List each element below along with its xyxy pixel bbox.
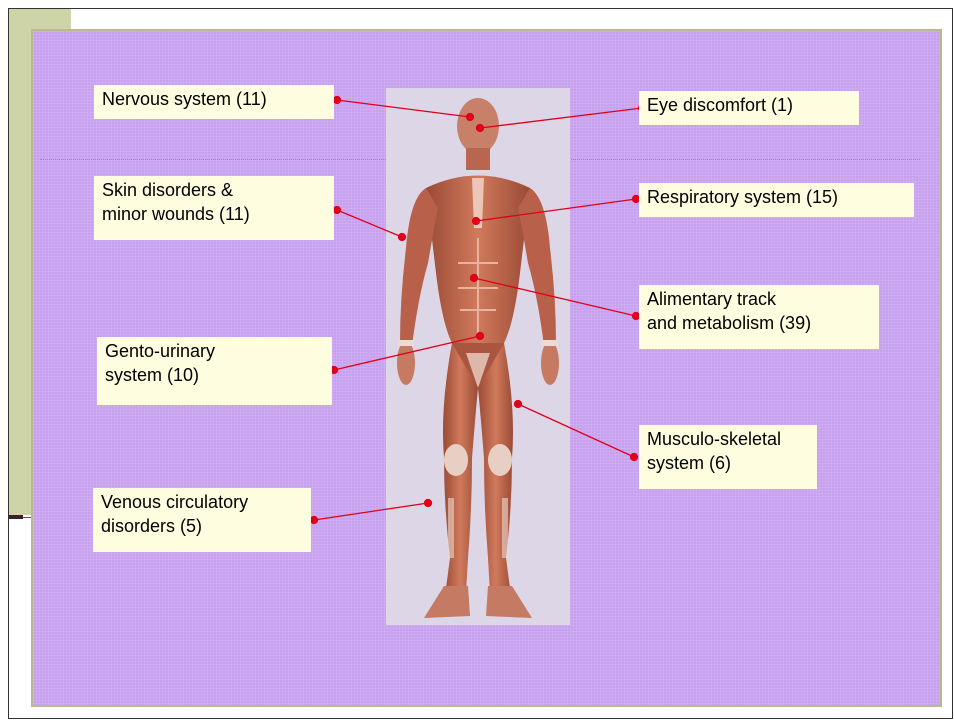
label-musculo-line1: Musculo-skeletal xyxy=(647,427,809,451)
dot-venous-label xyxy=(311,517,318,524)
label-musculo-line2: system (6) xyxy=(647,451,809,475)
label-venous-line2: disorders (5) xyxy=(101,514,303,538)
label-alimentary-line1: Alimentary track xyxy=(647,287,871,311)
dot-respiratory-body xyxy=(473,218,480,225)
label-gento-line2: system (10) xyxy=(105,363,324,387)
leader-nervous xyxy=(337,100,470,117)
dot-venous-body xyxy=(425,500,432,507)
leader-skin xyxy=(337,210,402,237)
label-nervous-text: Nervous system (11) xyxy=(102,89,267,109)
label-musculo-skeletal: Musculo-skeletal system (6) xyxy=(639,425,817,489)
label-alimentary: Alimentary track and metabolism (39) xyxy=(639,285,879,349)
dot-nervous-label xyxy=(334,97,341,104)
leader-alimentary xyxy=(474,278,636,316)
dot-alimentary-body xyxy=(471,275,478,282)
leader-venous xyxy=(314,503,428,520)
label-gento-urinary: Gento-urinary system (10) xyxy=(97,337,332,405)
label-alimentary-line2: and metabolism (39) xyxy=(647,311,871,335)
label-respiratory-text: Respiratory system (15) xyxy=(647,187,838,207)
leader-respiratory xyxy=(476,199,636,221)
label-eye-text: Eye discomfort (1) xyxy=(647,95,793,115)
dot-nervous-body xyxy=(467,114,474,121)
label-respiratory-system: Respiratory system (15) xyxy=(639,183,914,217)
leader-musculo xyxy=(518,404,634,457)
label-nervous-system: Nervous system (11) xyxy=(94,85,334,119)
label-skin-disorders: Skin disorders & minor wounds (11) xyxy=(94,176,334,240)
dot-skin-body xyxy=(399,234,406,241)
dot-musculo-label xyxy=(631,454,638,461)
label-skin-line1: Skin disorders & xyxy=(102,178,326,202)
label-venous-circulatory: Venous circulatory disorders (5) xyxy=(93,488,311,552)
dot-musculo-body xyxy=(515,401,522,408)
dot-eye-body xyxy=(477,125,484,132)
label-eye-discomfort: Eye discomfort (1) xyxy=(639,91,859,125)
leader-eye xyxy=(480,108,642,128)
dot-gento-body xyxy=(477,333,484,340)
label-venous-line1: Venous circulatory xyxy=(101,490,303,514)
label-skin-line2: minor wounds (11) xyxy=(102,202,326,226)
dot-skin-label xyxy=(334,207,341,214)
leader-gento xyxy=(334,336,480,370)
label-gento-line1: Gento-urinary xyxy=(105,339,324,363)
